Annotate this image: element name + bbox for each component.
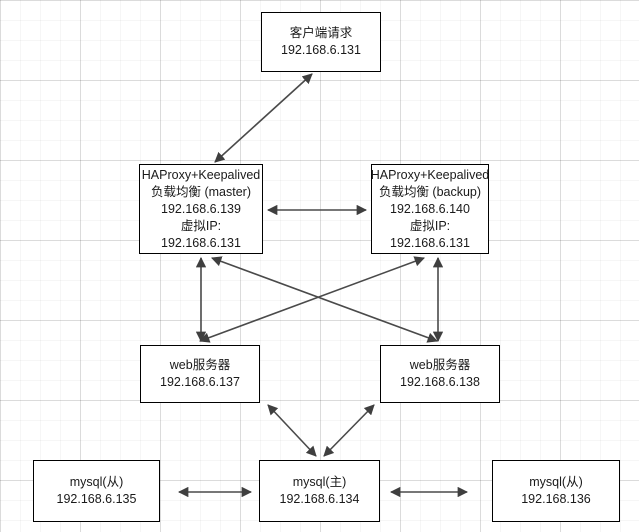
node-text-line: mysql(从) [529, 475, 583, 489]
haproxy-keepalived-backup-node[interactable]: HAProxy+Keepalived 负载均衡 (backup) 192.168.6… [371, 164, 489, 254]
node-text-line: 192.168.6.131 [281, 43, 361, 57]
node-text-line: 192.168.6.138 [400, 375, 480, 389]
mysql-slave-135-node[interactable]: mysql(从) 192.168.6.135 [33, 460, 160, 522]
mysql-slave-136-node[interactable]: mysql(从) 192.168.136 [492, 460, 620, 522]
node-text-line: 192.168.6.131 [161, 235, 241, 250]
edge-client-to-haproxy-master[interactable] [214, 73, 313, 163]
edge-haproxy-master-to-web-138[interactable] [211, 256, 438, 343]
node-text-line: mysql(主) [292, 475, 347, 489]
node-text-line: 192.168.6.140 [390, 201, 470, 216]
edge-web-137-to-mysql-master[interactable] [267, 404, 317, 457]
node-text-line: 192.168.6.137 [160, 375, 240, 389]
web-server-138-node[interactable]: web服务器 192.168.6.138 [380, 345, 500, 403]
edge-haproxy-backup-to-web-137[interactable] [199, 256, 425, 343]
node-text-line: 虚拟IP: [409, 218, 451, 233]
node-text-line: 虚拟IP: [180, 218, 222, 233]
web-server-137-node[interactable]: web服务器 192.168.6.137 [140, 345, 260, 403]
node-text-line: 负载均衡 (backup) [378, 184, 482, 199]
client-request-node[interactable]: 客户端请求 192.168.6.131 [261, 12, 381, 72]
node-text-line: 192.168.136 [521, 492, 591, 506]
node-text-line: HAProxy+Keepalived [370, 167, 490, 182]
edge-web-138-to-mysql-master[interactable] [323, 404, 375, 457]
mysql-master-134-node[interactable]: mysql(主) 192.168.6.134 [259, 460, 380, 522]
haproxy-keepalived-master-node[interactable]: HAProxy+Keepalived 负载均衡 (master) 192.168.6… [139, 164, 263, 254]
node-text-line: 负载均衡 (master) [150, 184, 251, 199]
node-text-line: HAProxy+Keepalived [141, 167, 261, 182]
node-text-line: 客户端请求 [289, 26, 353, 40]
node-text-line: web服务器 [409, 358, 471, 372]
node-text-line: 192.168.6.134 [279, 492, 360, 506]
node-text-line: 192.168.6.131 [390, 235, 470, 250]
node-text-line: 192.168.6.135 [56, 492, 137, 506]
node-text-line: web服务器 [169, 358, 231, 372]
node-text-line: mysql(从) [69, 475, 124, 489]
node-text-line: 192.168.6.139 [161, 201, 241, 216]
